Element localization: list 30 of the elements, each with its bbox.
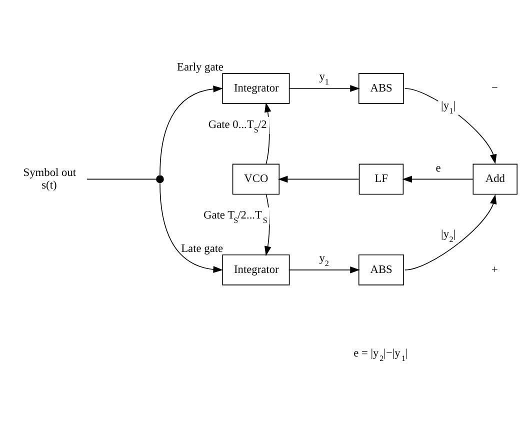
arrow [160, 182, 224, 273]
arrow [404, 88, 497, 164]
edge-label: |y$_{2}$| [441, 228, 456, 244]
edge-label: Gate T$_{S}$/2...T$_{S}$ [203, 210, 268, 226]
arrow [289, 266, 360, 274]
label: − [491, 82, 498, 95]
node-box: Integrator [222, 254, 290, 286]
arrow [278, 176, 360, 183]
edge-label: Gate 0...T$_{S}$/2 [208, 119, 267, 135]
edge-label: e [436, 162, 441, 175]
arrow [160, 86, 224, 176]
edge-label: |y$_{1}$| [441, 100, 456, 116]
node-box: LF [358, 164, 404, 195]
arrow [289, 85, 360, 92]
edge-label: y$_{2}$ [319, 252, 329, 268]
node-box: VCO [232, 164, 280, 195]
edge-label: y$_{1}$ [319, 71, 329, 87]
connector [86, 178, 157, 180]
arrow [402, 176, 474, 183]
arrow [404, 194, 497, 270]
label: + [491, 264, 498, 276]
node-box: ABS [358, 73, 404, 104]
node-text: Symbol out s(t) [23, 167, 76, 192]
node-box: Add [472, 164, 518, 195]
node-box: Integrator [222, 73, 290, 104]
label: e = |y$_{2}$|−|y$_{1}$| [354, 347, 408, 363]
node-label: Late gate [181, 242, 224, 255]
node-label: Early gate [177, 61, 224, 74]
node-box: ABS [358, 254, 404, 286]
node-circle [156, 175, 164, 184]
